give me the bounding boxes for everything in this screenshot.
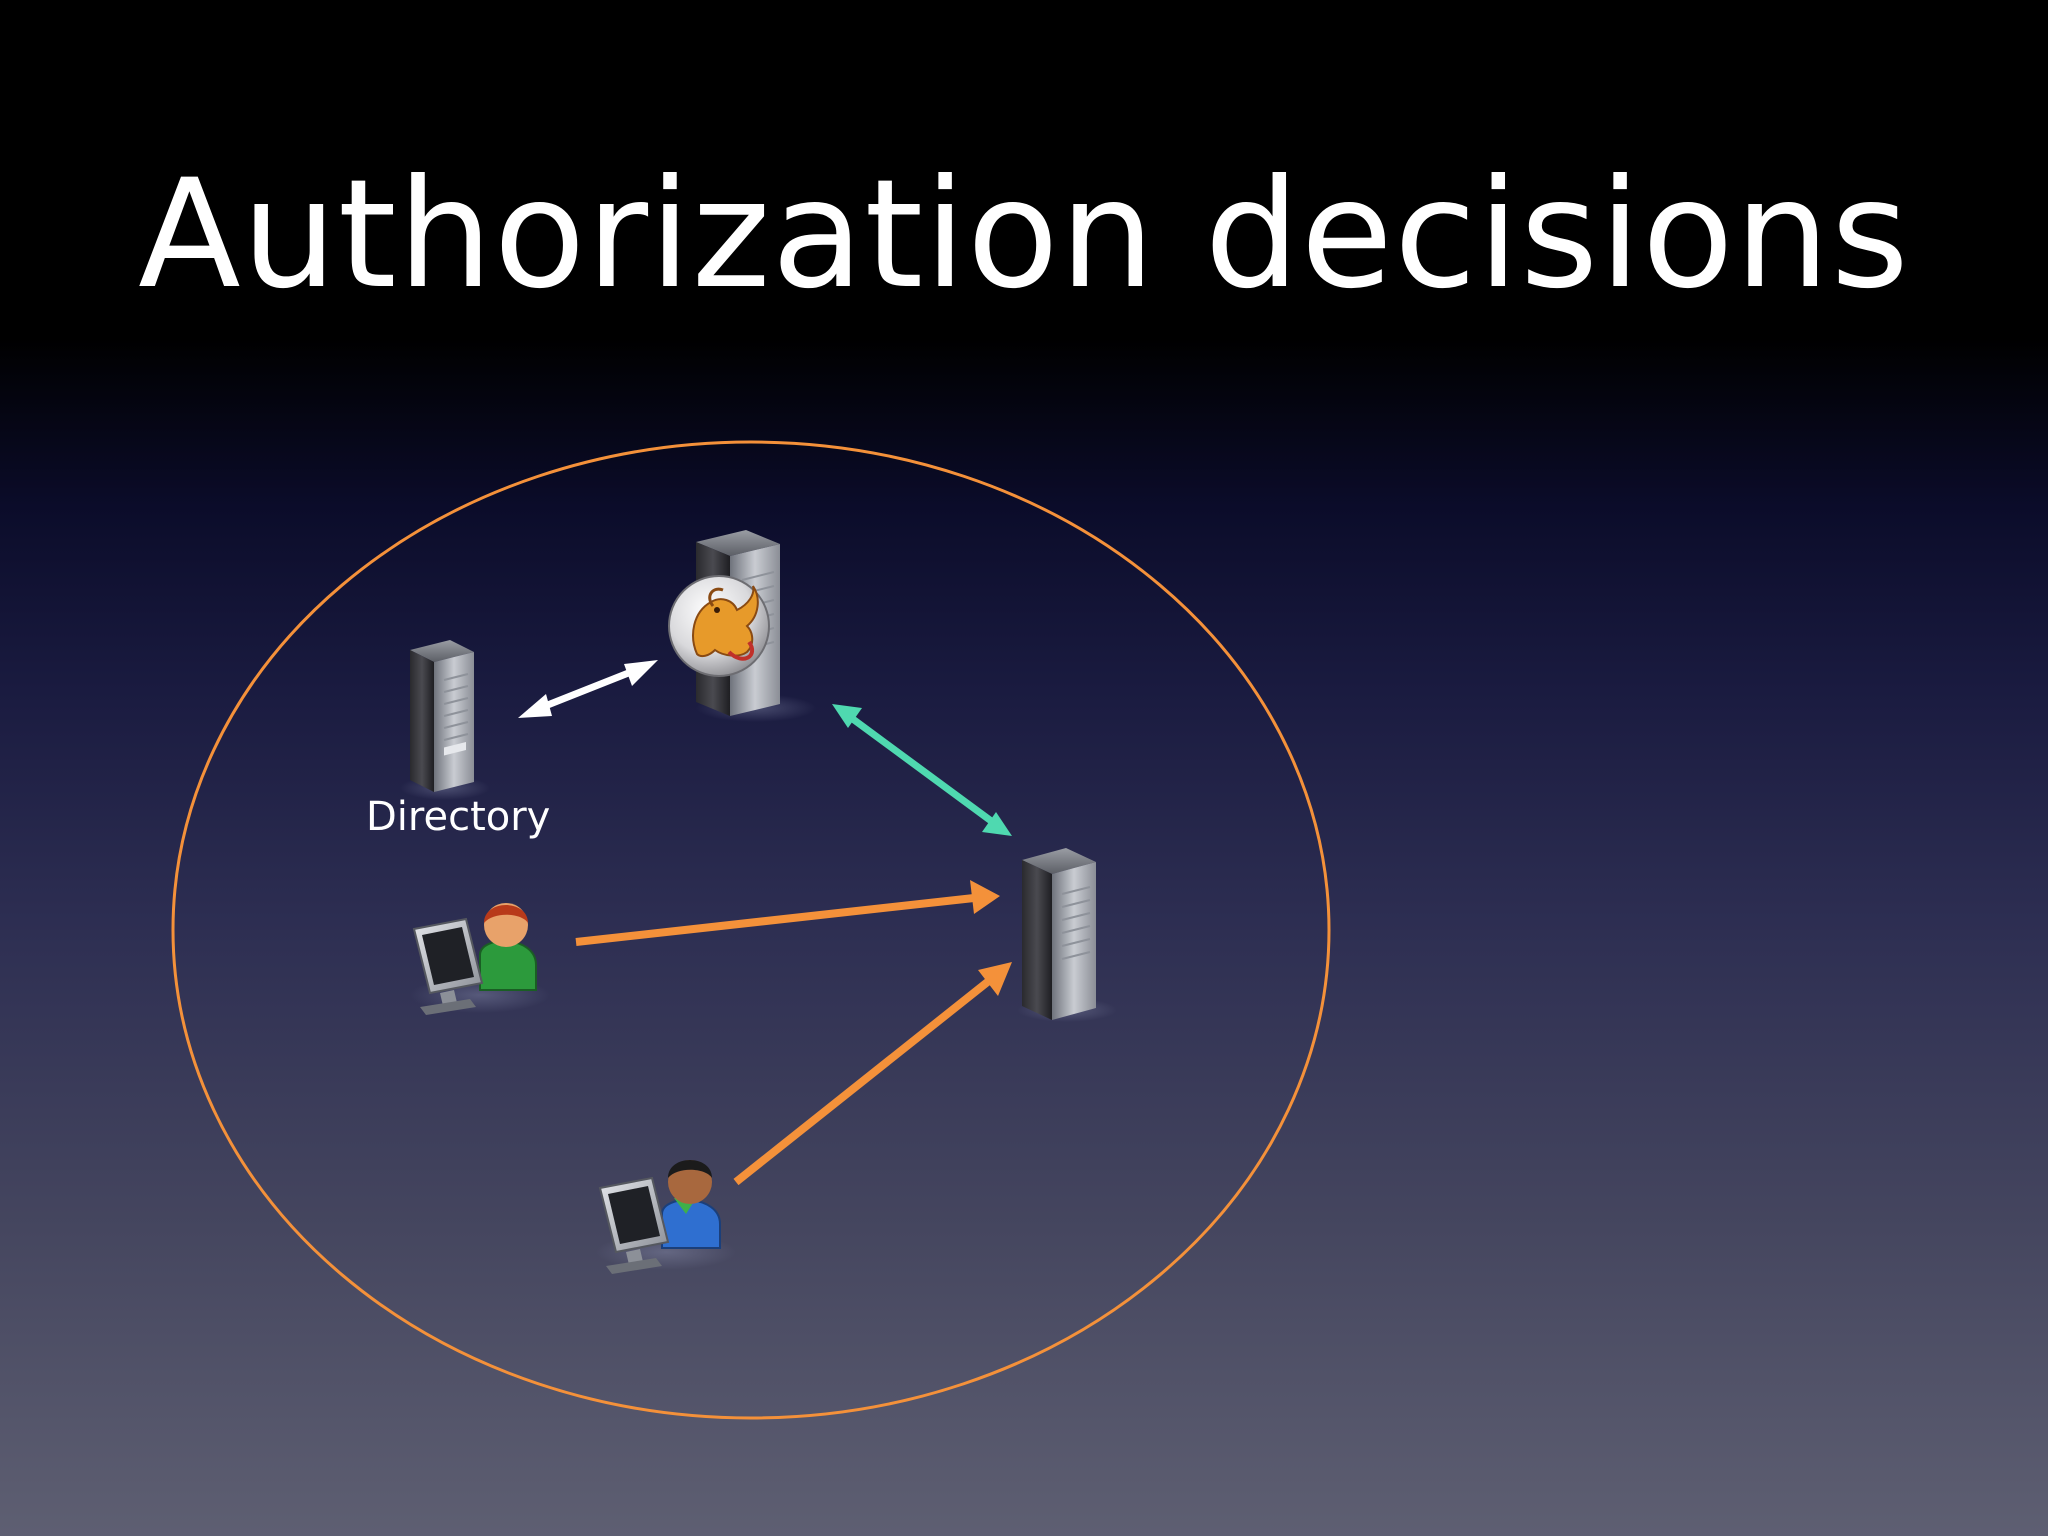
user1-service-arrow <box>575 880 1000 946</box>
user-computer-icon <box>410 903 550 1015</box>
directory-label: Directory <box>366 794 551 840</box>
service-server-icon <box>1017 848 1117 1022</box>
trust-boundary-ellipse <box>171 440 1331 1420</box>
user-computer-icon <box>596 1160 736 1274</box>
slide-title: Authorization decisions <box>138 148 1910 322</box>
user2-service-arrow <box>733 962 1012 1186</box>
directory-idp-arrow <box>518 660 658 718</box>
directory-server-icon <box>400 640 490 800</box>
griffin-logo-icon <box>668 575 770 677</box>
idp-service-arrow <box>832 704 1012 836</box>
